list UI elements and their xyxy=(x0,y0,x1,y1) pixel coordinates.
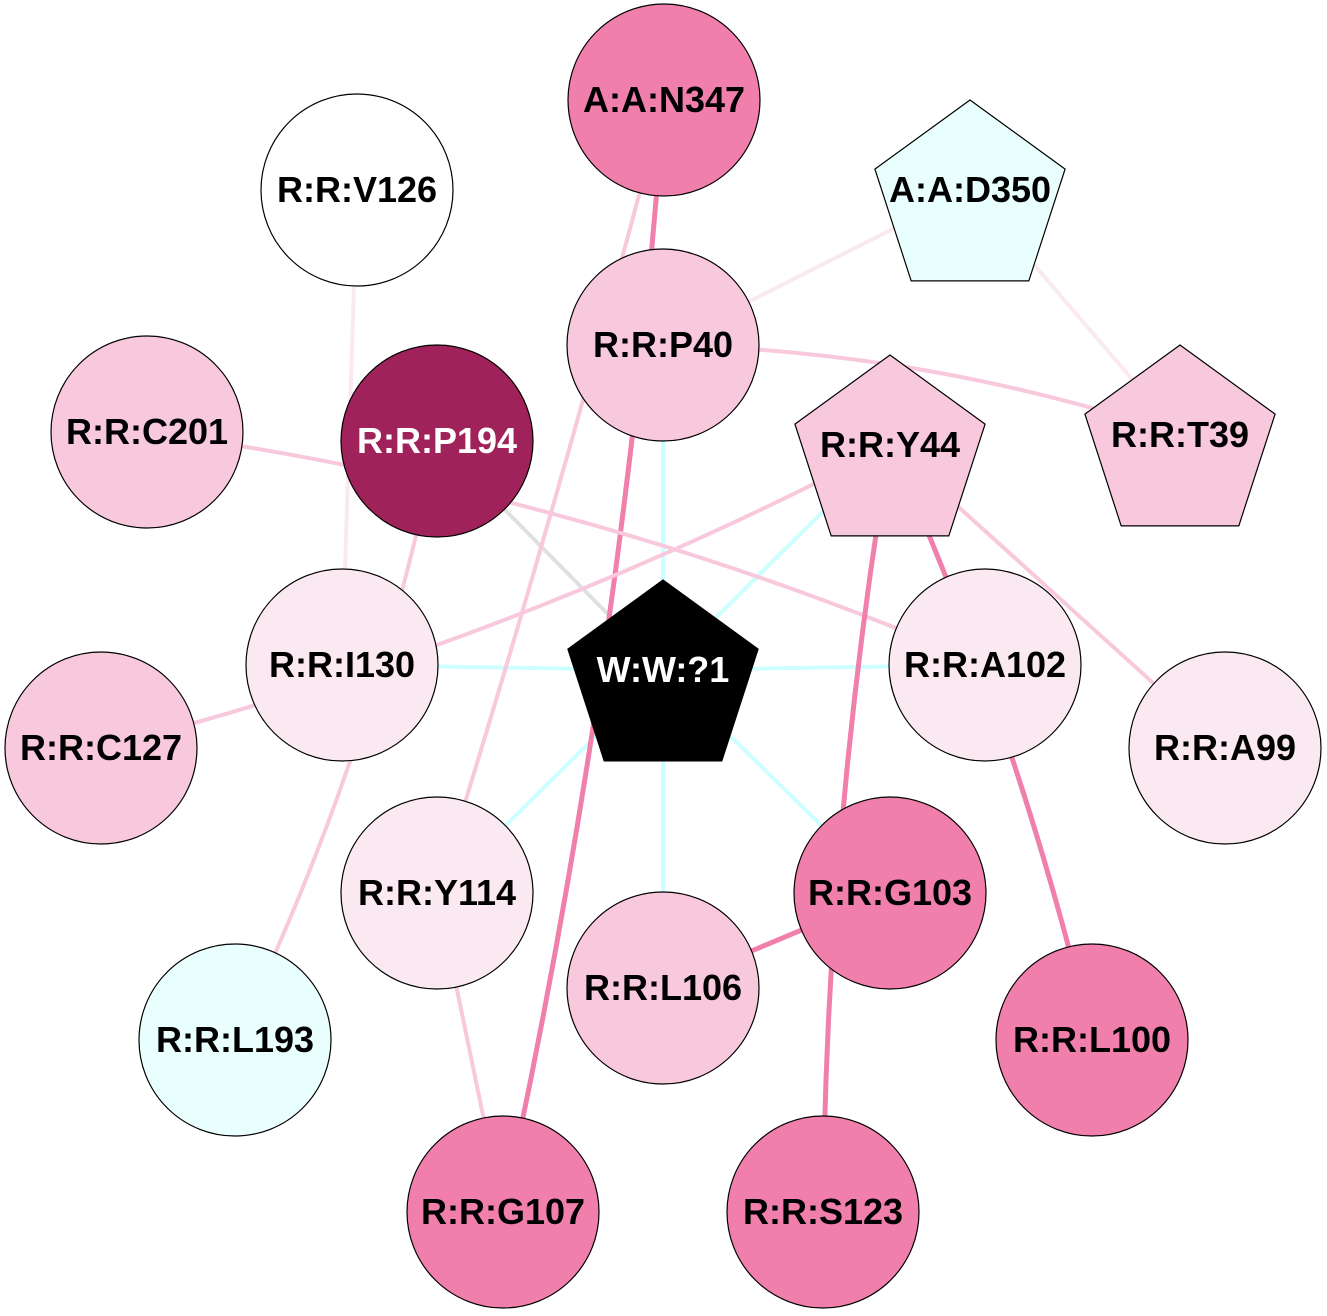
node-label: R:R:L106 xyxy=(584,967,742,1008)
circle-shape xyxy=(567,3,761,197)
circle-shape xyxy=(888,568,1082,762)
node-rrg107[interactable]: R:R:G107 xyxy=(406,1115,600,1309)
node-label: R:R:I130 xyxy=(269,644,415,685)
node-rrv126[interactable]: R:R:V126 xyxy=(260,93,454,287)
pentagon-shape xyxy=(794,354,986,537)
node-rri130[interactable]: R:R:I130 xyxy=(245,568,439,762)
circle-shape xyxy=(726,1115,920,1309)
node-label: R:R:Y44 xyxy=(820,424,960,465)
node-rrp40[interactable]: R:R:P40 xyxy=(566,248,760,442)
node-rrt39[interactable]: R:R:T39 xyxy=(1084,344,1276,527)
circle-shape xyxy=(1128,651,1322,845)
edge-AAN347-RRY114 xyxy=(435,99,666,894)
circle-shape xyxy=(566,891,760,1085)
circle-shape xyxy=(138,943,332,1137)
node-rra102[interactable]: R:R:A102 xyxy=(888,568,1082,762)
node-label: R:R:P40 xyxy=(593,324,733,365)
node-rry114[interactable]: R:R:Y114 xyxy=(340,796,534,990)
node-rry44[interactable]: R:R:Y44 xyxy=(794,354,986,537)
circle-shape xyxy=(793,796,987,990)
circle-shape xyxy=(4,651,198,845)
circle-shape xyxy=(245,568,439,762)
edge-RRC201-RRA102 xyxy=(146,430,986,667)
node-rrc201[interactable]: R:R:C201 xyxy=(50,335,244,529)
node-rrs123[interactable]: R:R:S123 xyxy=(726,1115,920,1309)
node-label: R:R:V126 xyxy=(277,169,437,210)
circle-shape xyxy=(406,1115,600,1309)
circle-shape xyxy=(566,248,760,442)
node-rrp194[interactable]: R:R:P194 xyxy=(340,344,534,538)
node-label: R:R:L193 xyxy=(156,1019,314,1060)
node-label: R:R:Y114 xyxy=(358,872,516,913)
node-label: R:R:C201 xyxy=(66,411,228,452)
circle-shape xyxy=(260,93,454,287)
node-label: R:R:G103 xyxy=(808,872,972,913)
node-rrg103[interactable]: R:R:G103 xyxy=(793,796,987,990)
node-label: A:A:D350 xyxy=(889,169,1051,210)
pentagon-shape xyxy=(1084,344,1276,527)
node-label: W:W:?1 xyxy=(597,649,730,690)
node-label: R:R:P194 xyxy=(357,420,517,461)
node-label: R:R:C127 xyxy=(20,727,182,768)
pentagon-shape xyxy=(874,99,1066,282)
circle-shape xyxy=(50,335,244,529)
pentagon-shape xyxy=(567,579,759,762)
node-rra99[interactable]: R:R:A99 xyxy=(1128,651,1322,845)
node-aad350[interactable]: A:A:D350 xyxy=(874,99,1066,282)
edge-RRY44-RRC127 xyxy=(100,443,891,750)
circle-shape xyxy=(340,796,534,990)
circle-shape xyxy=(995,943,1189,1137)
node-label: R:R:L100 xyxy=(1013,1019,1171,1060)
node-label: R:R:S123 xyxy=(743,1191,903,1232)
node-label: A:A:N347 xyxy=(583,79,745,120)
node-aan347[interactable]: A:A:N347 xyxy=(567,3,761,197)
node-label: R:R:G107 xyxy=(421,1191,585,1232)
node-label: R:R:A102 xyxy=(904,644,1066,685)
node-label: R:R:T39 xyxy=(1111,414,1249,455)
node-rrl106[interactable]: R:R:L106 xyxy=(566,891,760,1085)
circle-shape xyxy=(340,344,534,538)
node-rrl193[interactable]: R:R:L193 xyxy=(138,943,332,1137)
node-label: R:R:A99 xyxy=(1154,727,1296,768)
node-rrc127[interactable]: R:R:C127 xyxy=(4,651,198,845)
node-rrl100[interactable]: R:R:L100 xyxy=(995,943,1189,1137)
node-ww1[interactable]: W:W:?1 xyxy=(567,579,759,762)
